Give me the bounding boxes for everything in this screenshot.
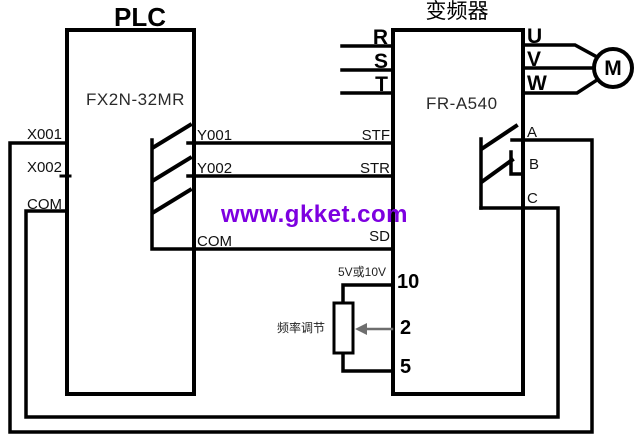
terminal-t: T [375, 73, 388, 96]
plc-model: FX2N-32MR [86, 90, 185, 109]
analog-voltage-note: 5V或10V [338, 265, 387, 279]
w-wire [521, 77, 600, 95]
motor-circle [592, 47, 634, 89]
terminal-stf: STF [361, 127, 390, 144]
terminal10-wire [341, 283, 395, 305]
plc-box [65, 28, 196, 396]
x001-to-a-loop-wire [8, 138, 594, 434]
plc-contact-spare [151, 187, 193, 215]
terminal-y001: Y001 [197, 127, 233, 144]
terminal-5: 5 [400, 356, 412, 378]
terminal-com-output: COM [197, 233, 232, 250]
plc-contact-y001 [151, 122, 193, 150]
plc-title: PLC [114, 2, 166, 32]
inverter-box [391, 28, 525, 396]
terminal-2: 2 [400, 317, 412, 339]
terminal-w: W [527, 72, 547, 95]
inverter-contact-b-arm [480, 157, 515, 184]
inverter-title: 变频器 [425, 0, 489, 23]
terminal-u: U [527, 25, 543, 48]
com-to-c-loop-wire [24, 206, 560, 419]
terminal-s: S [373, 50, 388, 73]
terminal-a: A [527, 124, 538, 141]
potentiometer-label: 频率调节 [277, 321, 326, 335]
inverter-model: FR-A540 [426, 94, 498, 113]
terminal-y002: Y002 [197, 160, 233, 177]
watermark-text: www.gkket.com [221, 201, 408, 228]
terminal-sd: SD [369, 228, 390, 245]
terminal-v: V [527, 48, 542, 71]
terminal-b: B [529, 156, 540, 173]
com-sd-wire [150, 138, 395, 251]
terminal-r: R [372, 26, 388, 49]
plc-contact-y002 [151, 155, 193, 183]
inverter-contact-a-arm [480, 123, 519, 151]
terminal5-wire [341, 351, 395, 373]
inverter-contact-b-link [509, 150, 525, 176]
terminal-x001: X001 [26, 126, 62, 143]
terminal-com-input: COM [27, 196, 62, 213]
terminal-10: 10 [397, 271, 420, 293]
motor-label: M [604, 57, 622, 80]
terminal-x002: X002 [26, 159, 62, 176]
terminal-c: C [527, 190, 538, 207]
potentiometer [332, 301, 355, 355]
terminal-str: STR [360, 160, 390, 177]
u-wire [521, 43, 600, 60]
terminal2-wiper-arrowhead [355, 323, 367, 335]
